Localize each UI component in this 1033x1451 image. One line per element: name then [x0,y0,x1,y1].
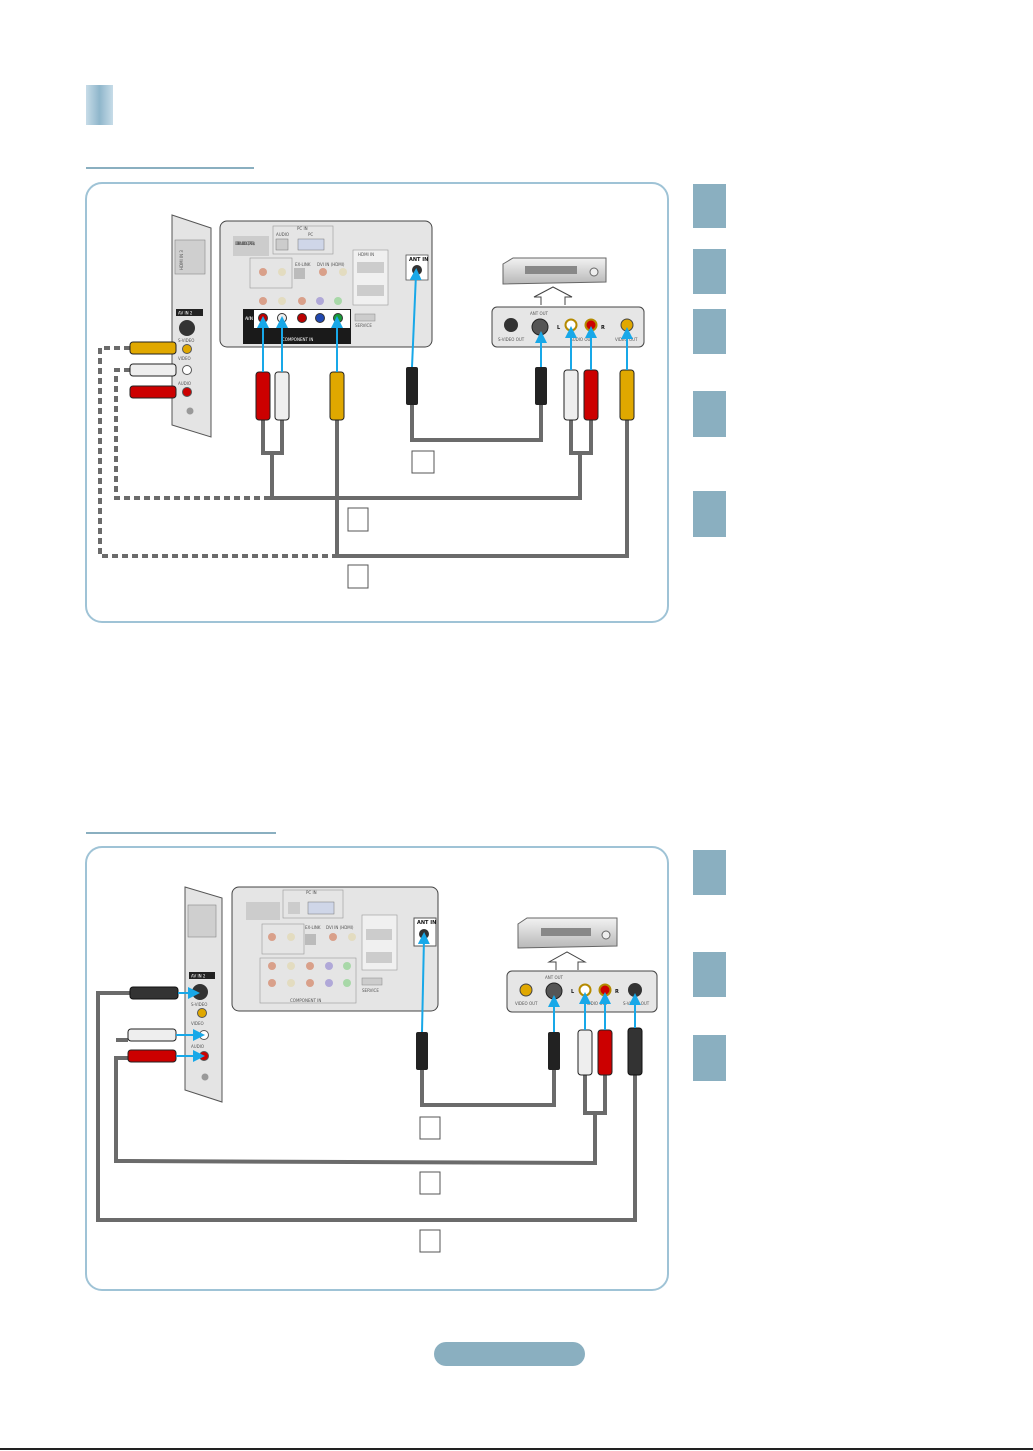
step-marker [693,391,726,437]
plugs-panel-1 [129,341,635,421]
tv-back-panel-2: PC IN EX-LINK DVI IN (HDMI) COMPONENT IN… [231,886,439,1012]
ant-out-label: ANT OUT [530,311,549,316]
audio-out-label: AUDIO OUT [585,1001,608,1006]
ex-link-label: EX-LINK [295,262,311,267]
component-in-label: COMPONENT IN [290,998,321,1003]
pc-in-label: PC IN [306,890,317,895]
audio-cable [261,420,593,500]
dashed-audio-alt [114,368,272,500]
audio-cable [114,1038,607,1166]
right-label: R [601,325,605,331]
up-arrow-icon [547,951,587,970]
video-cable [335,420,629,558]
video-out-label: VIDEO OUT [515,1001,538,1006]
audio-label: AUDIO [191,1044,204,1049]
ant-out-label: ANT OUT [545,975,564,980]
video-label: VIDEO [191,1021,204,1026]
tv-side-panel: HDMI IN 3 AV IN 2 S-VIDEO VIDEO AUDIO [171,214,212,438]
digital-audio-out-label: DIGITAL AUDIO OUT (OPTICAL) [235,241,256,246]
s-video-cable [96,991,637,1222]
dvi-in-label: DVI IN (HDMI) [317,262,345,267]
tv-back-panel: PC IN AUDIO PC DIGITAL AUDIO OUT (OPTICA… [219,220,433,348]
service-label: SERVICE [362,988,379,993]
ex-link-label: EX-LINK [305,925,321,930]
dvd-player-icon-2 [517,917,618,949]
pc-in-label: PC IN [297,226,308,231]
dashed-video-alt [98,346,337,558]
section-title-marker [86,85,113,125]
diagram-panel-1: HDMI IN 3 AV IN 2 S-VIDEO VIDEO AUDIO PC… [85,182,669,623]
antenna-cable [410,405,543,442]
hdmi-in-3-label: HDMI IN 3 [179,250,184,270]
s-video-label: S-VIDEO [191,1002,207,1007]
step-marker [693,309,726,354]
step-marker [693,184,726,228]
step-marker [693,491,726,537]
s-video-out-label: S-VIDEO OUT [498,337,525,342]
page-number-pill [434,1342,585,1366]
device-output-panel: S-VIDEO OUT ANT OUT L R AUDIO OUT VIDEO … [491,306,645,348]
callout-boxes-2 [419,1116,441,1253]
left-label: L [571,989,575,995]
dvd-player-icon [502,257,607,285]
diagram-panel-2: AV IN 2 S-VIDEO VIDEO AUDIO PC IN EX-LIN… [85,846,669,1291]
component-in-label: COMPONENT IN [282,337,313,342]
left-label: L [557,325,561,331]
connection-arrows-2 [176,932,641,1062]
service-label: SERVICE [355,323,372,328]
step-markers-2 [693,850,726,1081]
step-marker [693,952,726,997]
step-marker [693,249,726,294]
callout-boxes-1 [347,450,435,589]
s-video-out-label: S-VIDEO OUT [623,1001,650,1006]
pc-audio-label: AUDIO [276,232,289,237]
ant-in-label: ANT IN [417,920,436,926]
antenna-cable [420,1070,556,1107]
av-in-2-label: AV IN 2 [191,974,206,979]
plugs-panel-2 [127,986,643,1076]
audio-label: AUDIO [178,381,191,386]
dvi-in-label: DVI IN (HDMI) [326,925,354,930]
connection-arrows-1 [257,268,633,372]
video-label: VIDEO [178,356,191,361]
pc-label: PC [308,232,313,237]
step-marker [693,1035,726,1081]
audio-out-label: AUDIO OUT [570,337,593,342]
up-arrow-icon [533,286,573,305]
s-video-label: S-VIDEO [178,338,194,343]
tv-side-panel-2: AV IN 2 S-VIDEO VIDEO AUDIO [184,886,223,1103]
step-markers-1 [693,184,726,537]
cables-panel-1 [98,346,629,558]
hdmi-in-label: HDMI IN [358,252,374,257]
av-in-label: AV IN [245,316,253,321]
cables-panel-2 [96,991,637,1222]
right-label: R [615,989,619,995]
ant-in-label: ANT IN [409,257,428,263]
step-marker [693,850,726,895]
av-in-2-label: AV IN 2 [178,311,193,316]
